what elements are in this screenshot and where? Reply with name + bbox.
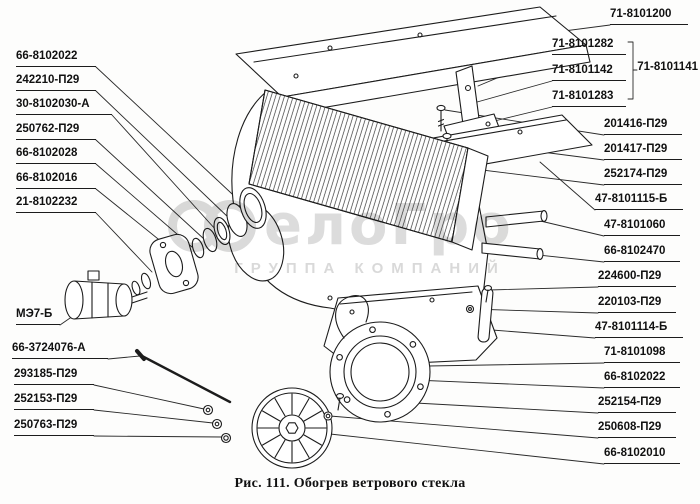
electric-motor	[64, 270, 148, 320]
part-label: 201416-П29	[604, 118, 682, 135]
part-label: 242210-П29	[16, 74, 96, 91]
part-label: 252154-П29	[598, 396, 676, 413]
part-label: 71-8101200	[610, 8, 688, 25]
part-label: 250763-П29	[14, 419, 94, 436]
part-label: 71-8101282	[552, 38, 626, 55]
part-label: 66-3724076-А	[12, 342, 108, 359]
part-label: 250608-П29	[598, 421, 676, 438]
part-label: 71-8101142	[552, 64, 626, 81]
part-label: 47-8101060	[604, 219, 680, 236]
part-label: МЭ7-Б	[16, 308, 60, 325]
part-label: 201417-П29	[604, 143, 682, 160]
part-label: 220103-П29	[598, 296, 676, 313]
part-label: 71-8101098	[604, 346, 680, 363]
cowl-panel	[235, 6, 591, 115]
part-label: 252153-П29	[14, 393, 94, 410]
part-label: 293185-П29	[14, 368, 94, 385]
part-label: 252174-П29	[604, 168, 682, 185]
fan-hub-nut	[285, 422, 299, 434]
part-label: 66-8102016	[16, 172, 96, 189]
motor-shaft	[131, 291, 148, 298]
part-label: 47-8101115-Б	[595, 193, 683, 210]
figure-caption: Рис. 111. Обогрев ветрового стекла	[234, 476, 466, 491]
part-label: 66-8102028	[16, 147, 96, 164]
heater-core	[248, 89, 489, 251]
part-label: 224600-П29	[598, 270, 676, 287]
part-label: 66-8102022	[16, 50, 96, 67]
fan-scroll-housing	[329, 295, 431, 423]
part-label-group: 71-8101141	[637, 61, 698, 73]
part-label: 66-8102022	[604, 371, 680, 388]
fasteners-bottom	[202, 404, 232, 444]
motor-terminal	[87, 270, 100, 281]
screw-top-1	[436, 104, 446, 132]
core-tank	[451, 147, 489, 251]
part-label: 66-8102470	[604, 245, 680, 262]
part-label: 30-8102030-А	[16, 98, 112, 115]
part-label: 47-8101114-Б	[595, 321, 683, 338]
fasteners-mid	[323, 285, 493, 421]
tie-rod	[135, 349, 232, 404]
outlet-pipes	[481, 210, 548, 260]
part-label: 71-8101283	[552, 90, 626, 107]
group-bracket	[627, 41, 634, 100]
part-label: 250762-П29	[16, 123, 96, 140]
part-label: 21-8102232	[16, 196, 96, 213]
fan-wheel	[251, 387, 333, 469]
part-label: 66-8102010	[604, 447, 680, 464]
